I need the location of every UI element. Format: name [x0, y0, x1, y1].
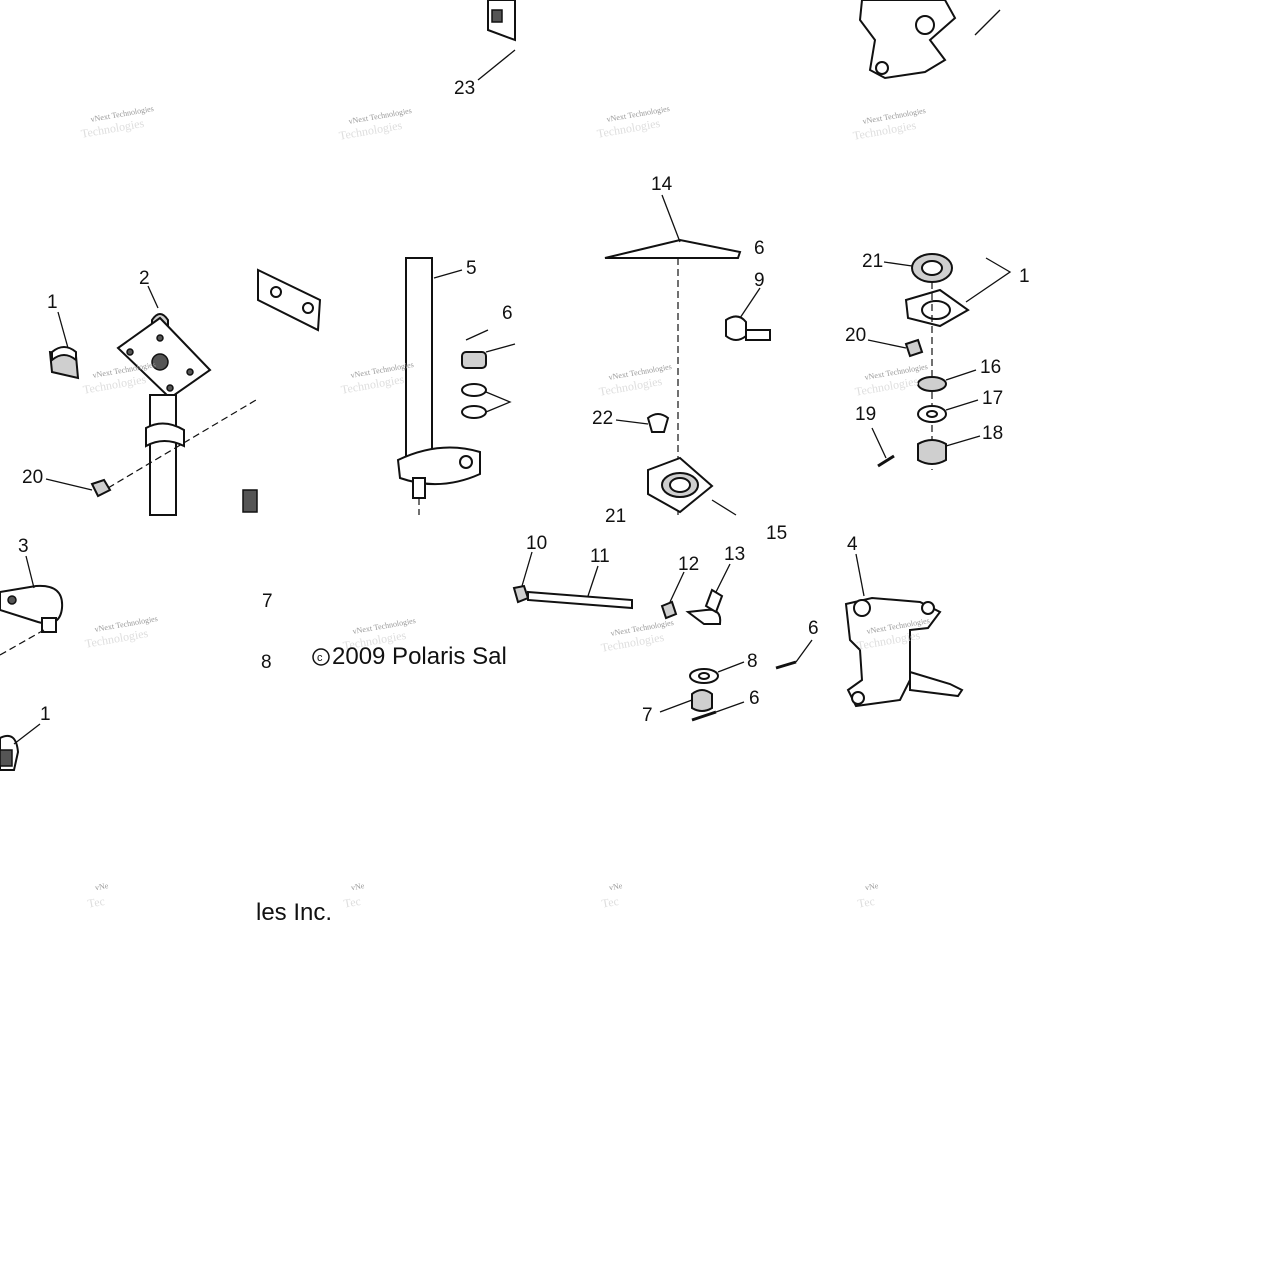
- callout-8: 8: [747, 651, 758, 672]
- bearing-flange-15: [647, 456, 737, 516]
- callout-2: 2: [139, 268, 150, 289]
- tie-rod-11: [527, 565, 633, 610]
- callout-7: 7: [642, 705, 653, 726]
- callout-20: 20: [845, 325, 866, 346]
- cotter-pin-6c: [775, 639, 813, 670]
- castle-nut-7b: [659, 689, 713, 713]
- watermark-layer: Technologies vNext Technologies Technolo…: [80, 104, 931, 911]
- callout-13: 13: [724, 544, 745, 565]
- callout-6: 6: [502, 303, 513, 324]
- bushing-half-1: [48, 346, 80, 380]
- copyright-symbol-letter: c: [317, 652, 323, 664]
- svg-text:vNe: vNe: [350, 881, 365, 892]
- svg-text:vNe: vNe: [94, 881, 109, 892]
- callout-16: 16: [980, 357, 1001, 378]
- callout-1: 1: [40, 704, 51, 725]
- callout-11: 11: [590, 546, 610, 567]
- copyright-text-2: les Inc.: [256, 899, 332, 926]
- steering-shaft-5: [396, 257, 481, 515]
- callout-17: 17: [982, 388, 1003, 409]
- clamp-3: [0, 555, 64, 656]
- cotter-pin-6d: [691, 701, 745, 722]
- callout-9: 9: [754, 270, 765, 291]
- steering-post-mount-plate: [116, 316, 212, 516]
- tie-rod-end-9: [725, 287, 771, 341]
- leader-20a: [45, 478, 93, 491]
- copyright-symbol: [312, 648, 330, 666]
- tie-rod-end-13: [685, 563, 731, 625]
- callout-1: 1: [1019, 266, 1030, 287]
- callout-6: 6: [808, 618, 819, 639]
- castle-nut-18: [917, 435, 981, 465]
- washer-8b: [689, 661, 745, 684]
- callout-7: 7: [262, 591, 273, 612]
- callout-12: 12: [678, 554, 699, 575]
- callout-6: 6: [754, 238, 765, 259]
- centerline-post: [107, 399, 257, 489]
- leader-2: [147, 285, 159, 309]
- callout-10: 10: [526, 533, 547, 554]
- seal-16: [917, 369, 977, 392]
- callout-3: 3: [18, 536, 29, 557]
- spindle-knuckle-4: [844, 553, 964, 708]
- pin-22: [615, 413, 670, 433]
- cotter-nut-washers: [461, 329, 516, 419]
- callout-19: 19: [855, 404, 876, 425]
- nut-20a: [90, 478, 112, 498]
- svg-text:vNe: vNe: [608, 881, 623, 892]
- nut-20b: [867, 338, 924, 358]
- callout-6: 6: [749, 688, 760, 709]
- callout-23: 23: [454, 78, 475, 99]
- callout-20: 20: [22, 467, 43, 488]
- washer-17: [917, 399, 979, 423]
- flange-plate-1: [904, 257, 1012, 328]
- copyright-notice: c 2009 Polaris Sal les Inc.: [256, 643, 507, 926]
- copyright-text-1: 2009 Polaris Sal: [332, 643, 507, 670]
- svg-text:Tec: Tec: [343, 894, 362, 911]
- leader-1a: [57, 311, 69, 349]
- callout-1: 1: [47, 292, 58, 313]
- bracket-plate-mid: [242, 268, 322, 513]
- leader-23: [477, 49, 516, 81]
- svg-text:vNe: vNe: [864, 881, 879, 892]
- bushing-half-1c: [0, 723, 41, 771]
- svg-text:Tec: Tec: [601, 894, 620, 911]
- leader-5: [433, 269, 463, 279]
- spindle-knuckle-top: [858, 0, 1001, 80]
- svg-text:Tec: Tec: [857, 894, 876, 911]
- callout-21: 21: [605, 506, 626, 527]
- callout-14: 14: [651, 174, 673, 195]
- jam-nut-12: [660, 571, 685, 620]
- callout-22: 22: [592, 408, 613, 429]
- cotter-pin-19: [871, 427, 895, 468]
- callout-8: 8: [261, 652, 272, 673]
- svg-text:Tec: Tec: [87, 894, 106, 911]
- callout-4: 4: [847, 534, 858, 555]
- callout-labels: 23 14 6 9 21 1 2 1 5 6 20 16 17 19 18 22…: [18, 78, 1030, 726]
- bearing-21: [883, 253, 953, 283]
- bracket-plate-top: [487, 0, 516, 42]
- callout-18: 18: [982, 423, 1003, 444]
- callout-5: 5: [466, 258, 477, 279]
- callout-15: 15: [766, 523, 787, 544]
- callout-21: 21: [862, 251, 883, 272]
